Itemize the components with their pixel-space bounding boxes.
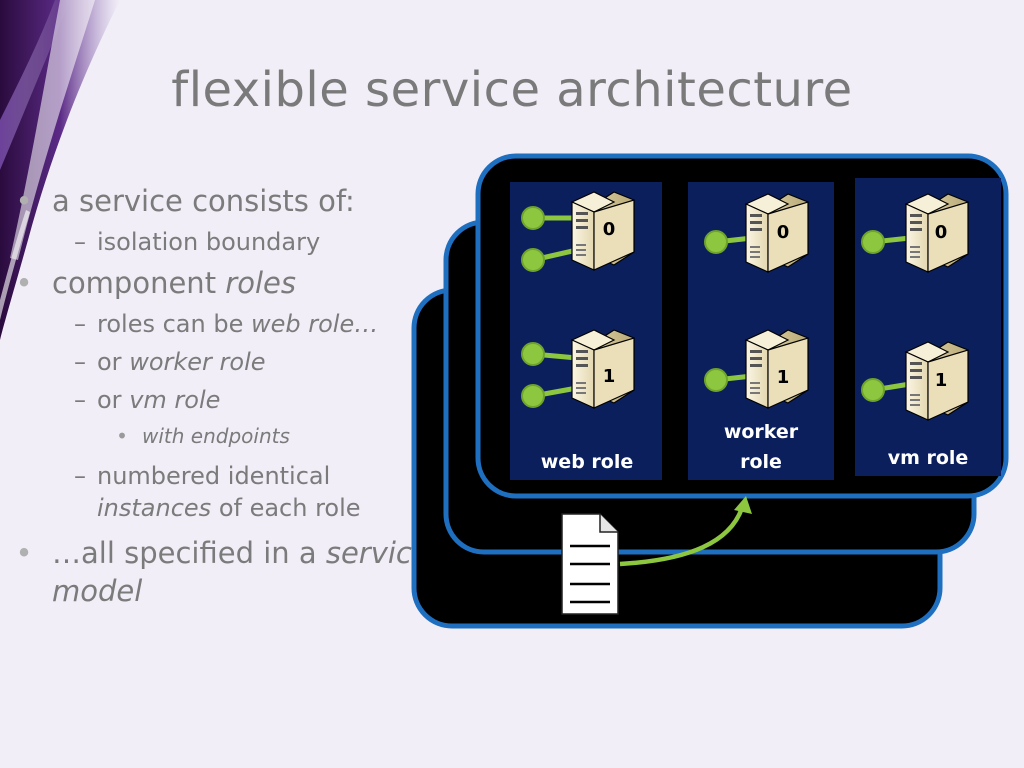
- bullet-text-italic: web role…: [250, 310, 379, 338]
- dash-marker: –: [74, 310, 86, 338]
- bullet-text: or: [97, 386, 130, 414]
- bullet-service-consists: • a service consists of:: [14, 182, 444, 220]
- role-label-vm: vm role: [888, 447, 969, 469]
- instance-number: 0: [603, 219, 616, 240]
- bullet-worker-role: – or worker role: [14, 346, 444, 378]
- slide-title: flexible service architecture: [171, 62, 853, 118]
- bullet-with-endpoints: • with endpoints: [14, 422, 444, 450]
- bullet-text: roles can be: [97, 310, 251, 338]
- endpoint-icon: [861, 378, 911, 402]
- bullet-service-model: • …all specified in a service model: [14, 534, 444, 610]
- bullet-text: or: [97, 348, 130, 376]
- dash-marker: –: [74, 348, 86, 376]
- bullet-web-role: – roles can be web role…: [14, 308, 444, 340]
- bullet-list: • a service consists of: – isolation bou…: [14, 182, 444, 616]
- bullet-marker: •: [116, 424, 128, 448]
- bullet-text-italic: instances: [97, 494, 212, 522]
- bullet-isolation-boundary: – isolation boundary: [14, 226, 444, 258]
- endpoint-icon: [704, 230, 753, 254]
- bullet-marker: •: [15, 536, 33, 570]
- role-label-worker-line2: role: [740, 451, 782, 473]
- bullet-text-italic: model: [52, 574, 143, 608]
- bullet-component-roles: • component roles: [14, 264, 444, 302]
- endpoint-icon: [521, 384, 578, 408]
- instance-number: 1: [603, 366, 616, 387]
- dash-marker: –: [74, 462, 86, 490]
- endpoint-icon: [521, 342, 578, 366]
- bullet-numbered-instances: – numbered identical instances of each r…: [14, 460, 444, 524]
- bullet-text: …all specified in a: [52, 536, 326, 570]
- instance-number: 1: [935, 370, 948, 391]
- bullet-marker: •: [15, 266, 33, 300]
- role-label-web: web role: [541, 451, 633, 473]
- bullet-text: with endpoints: [142, 424, 290, 448]
- instance-number: 0: [777, 222, 790, 243]
- dash-marker: –: [74, 386, 86, 414]
- dash-marker: –: [74, 228, 86, 256]
- curved-arrow-icon: [619, 496, 752, 567]
- bullet-text: of each role: [211, 494, 361, 522]
- instance-number: 0: [935, 222, 948, 243]
- instance-number: 1: [777, 367, 790, 388]
- role-label-worker: worker: [724, 421, 799, 443]
- bullet-marker: •: [15, 184, 33, 218]
- bullet-text-italic: worker role: [129, 348, 266, 376]
- bullet-text: component: [52, 266, 226, 300]
- service-model-document-icon: [561, 513, 619, 615]
- bullet-text-italic: roles: [225, 266, 296, 300]
- bullet-text: isolation boundary: [97, 228, 321, 256]
- endpoint-icon: [861, 230, 911, 254]
- bullet-text: a service consists of:: [52, 184, 355, 218]
- endpoint-icon: [521, 206, 577, 230]
- bullet-text-italic: vm role: [129, 386, 221, 414]
- bullet-vm-role: – or vm role: [14, 384, 444, 416]
- bullet-text: numbered identical: [97, 462, 331, 490]
- endpoint-icon: [521, 247, 578, 272]
